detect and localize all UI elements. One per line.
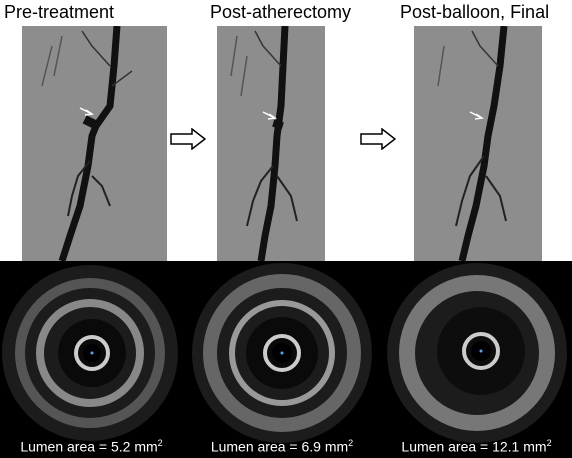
right-arrow-icon [170,127,207,155]
lumen-area-post-atherectomy: Lumen area = 6.9 mm2 [210,438,354,455]
ivus-post-atherectomy: Lumen area = 6.9 mm2 [187,261,377,458]
ivus-pre: Lumen area = 5.2 mm2 [0,261,183,458]
lumen-area-final: Lumen area = 12.1 mm2 [401,438,552,455]
lumen-area-pre: Lumen area = 5.2 mm2 [20,438,163,455]
ivus-row: Lumen area = 5.2 mm2 Lumen area = 6.9 mm… [0,261,572,458]
panel-title-post-atherectomy: Post-atherectomy [210,2,352,22]
panel-title-final: Post-balloon, Final [400,2,550,22]
panel-title-pre: Pre-treatment [4,2,115,22]
lesion-arrow-icon [262,111,278,120]
angiogram-post-atherectomy [217,26,325,261]
lesion-arrow-icon [469,111,485,120]
angiogram-final [414,26,542,261]
ivus-final: Lumen area = 12.1 mm2 [381,261,572,458]
lesion-arrow-icon [79,107,95,116]
angiogram-pre [22,26,167,261]
right-arrow-icon [360,127,397,155]
